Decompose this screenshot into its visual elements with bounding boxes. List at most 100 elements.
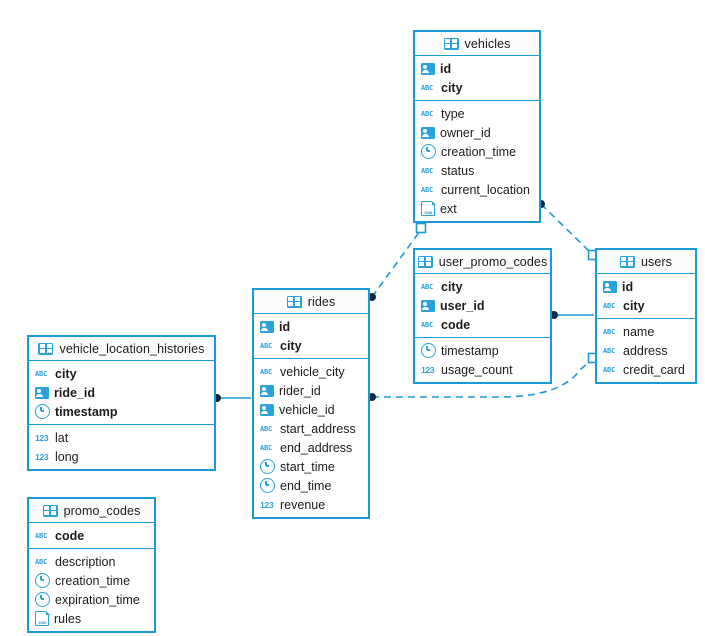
abc-string-icon: ABC: [421, 166, 434, 175]
clock-timestamp-icon: [35, 592, 50, 607]
table-name: vehicle_location_histories: [59, 341, 205, 356]
column-row[interactable]: ABC status: [415, 161, 539, 180]
column-row[interactable]: owner_id: [415, 123, 539, 142]
abc-string-icon: ABC: [35, 557, 48, 566]
column-row[interactable]: end_time: [254, 476, 368, 495]
id-card-icon: [260, 320, 274, 333]
table-header-rides[interactable]: rides: [254, 290, 368, 314]
table-header-vehicles[interactable]: vehicles: [415, 32, 539, 56]
table-grid-icon: [38, 342, 54, 355]
relationship-target-square: [415, 222, 427, 234]
id-card-icon: [260, 403, 274, 416]
field-name: rider_id: [279, 383, 321, 398]
column-row[interactable]: rider_id: [254, 381, 368, 400]
id-card-icon: [35, 386, 49, 399]
primary-key-row[interactable]: user_id: [415, 296, 550, 315]
column-row[interactable]: start_time: [254, 457, 368, 476]
field-name: expiration_time: [55, 592, 140, 607]
field-name: status: [441, 163, 475, 178]
123-number-icon: 123: [35, 451, 49, 462]
field-name: city: [441, 80, 463, 95]
field-name: start_address: [280, 421, 356, 436]
abc-string-icon: ABC: [603, 327, 616, 336]
field-name: end_address: [280, 440, 353, 455]
abc-string-icon: ABC: [35, 531, 48, 540]
json-document-icon: [421, 200, 436, 216]
primary-key-row[interactable]: id: [597, 277, 695, 296]
column-row[interactable]: expiration_time: [29, 590, 154, 609]
table-grid-icon: [417, 255, 433, 268]
abc-string-icon: ABC: [260, 341, 273, 350]
primary-key-row[interactable]: id: [254, 317, 368, 336]
clock-timestamp-icon: [260, 478, 275, 493]
table-header-promo_codes[interactable]: promo_codes: [29, 499, 154, 523]
column-row[interactable]: rules: [29, 609, 154, 628]
table-grid-icon: [619, 255, 635, 268]
abc-string-icon: ABC: [260, 424, 273, 433]
field-name: start_time: [280, 459, 335, 474]
abc-string-icon: ABC: [35, 369, 48, 378]
table-header-users[interactable]: users: [597, 250, 695, 274]
field-name: rules: [54, 611, 82, 626]
abc-string-icon: ABC: [421, 282, 434, 291]
primary-key-row[interactable]: ABC city: [415, 277, 550, 296]
field-name: creation_time: [441, 144, 517, 159]
primary-key-row[interactable]: ride_id: [29, 383, 214, 402]
primary-key-row[interactable]: id: [415, 59, 539, 78]
column-row[interactable]: timestamp: [415, 341, 550, 360]
column-row[interactable]: ABC start_address: [254, 419, 368, 438]
id-card-icon: [421, 126, 435, 139]
table-name: user_promo_codes: [438, 254, 548, 269]
table-name: vehicles: [464, 36, 511, 51]
column-row[interactable]: ABC current_location: [415, 180, 539, 199]
column-row[interactable]: vehicle_id: [254, 400, 368, 419]
field-name: address: [623, 343, 668, 358]
abc-string-icon: ABC: [421, 320, 434, 329]
field-name: city: [55, 366, 77, 381]
field-name: current_location: [441, 182, 530, 197]
abc-string-icon: ABC: [421, 109, 434, 118]
field-name: owner_id: [440, 125, 491, 140]
primary-key-row[interactable]: timestamp: [29, 402, 214, 421]
clock-timestamp-icon: [421, 343, 436, 358]
table-header-vehicle_location_histories[interactable]: vehicle_location_histories: [29, 337, 214, 361]
relationship-line-rel-vehicles-users: [540, 203, 593, 255]
abc-string-icon: ABC: [421, 185, 434, 194]
field-name: city: [441, 279, 463, 294]
column-row[interactable]: ext: [415, 199, 539, 218]
column-row[interactable]: creation_time: [415, 142, 539, 161]
primary-key-row[interactable]: ABC city: [29, 364, 214, 383]
column-row[interactable]: creation_time: [29, 571, 154, 590]
table-header-user_promo_codes[interactable]: user_promo_codes: [415, 250, 550, 274]
field-name: lat: [55, 430, 69, 445]
field-name: id: [440, 61, 452, 76]
